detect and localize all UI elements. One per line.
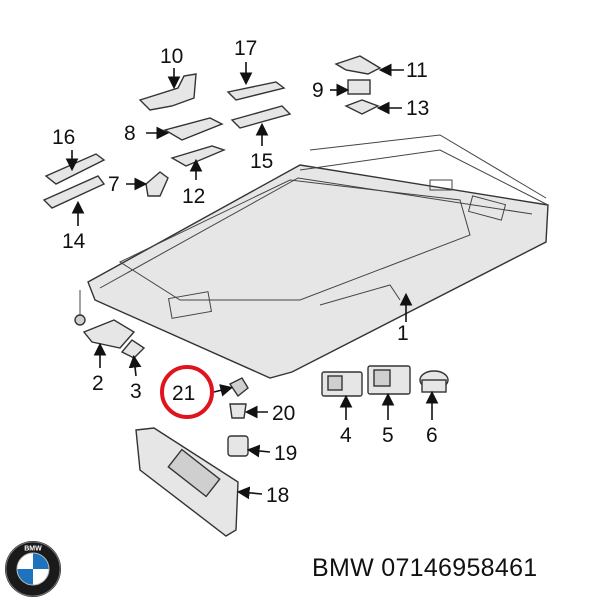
callout-label: 20 xyxy=(272,402,295,425)
bmw-logo-icon: BMW xyxy=(5,541,61,597)
callout-label: 19 xyxy=(274,442,297,465)
button-part-6 xyxy=(419,370,449,393)
switch-part-4 xyxy=(321,371,363,397)
highlight-ring xyxy=(160,365,214,419)
logo-lettering: BMW xyxy=(24,546,42,553)
sun-visor-part-18 xyxy=(135,427,239,537)
grab-handle-14 xyxy=(42,175,106,209)
bracket-part-10 xyxy=(138,73,197,111)
part-2 xyxy=(82,319,136,349)
callout-label: 7 xyxy=(108,173,120,196)
callout-label: 9 xyxy=(312,79,324,102)
callout-label: 8 xyxy=(124,122,136,145)
headliner-part xyxy=(74,134,549,379)
part-19 xyxy=(227,435,249,457)
switch-part-5 xyxy=(367,365,411,395)
grab-handle-15 xyxy=(230,105,292,129)
part-9 xyxy=(347,79,371,95)
callout-label: 6 xyxy=(426,424,438,447)
callout-labels: 1 2 3 4 5 6 7 8 9 10 11 12 13 14 15 16 1… xyxy=(52,37,438,507)
callout-label: 14 xyxy=(62,230,86,253)
part-20 xyxy=(229,403,247,419)
callout-label: 15 xyxy=(250,150,273,173)
part-8 xyxy=(163,117,224,141)
callout-label: 5 xyxy=(382,424,394,447)
leader-arrows xyxy=(65,62,439,500)
callout-label: 17 xyxy=(234,37,257,60)
callout-label: 21 xyxy=(172,382,195,405)
callout-label: 10 xyxy=(160,45,183,68)
callout-label: 4 xyxy=(340,424,352,447)
part-13 xyxy=(344,99,380,115)
callout-label: 1 xyxy=(397,322,409,345)
part-number-caption: BMW 07146958461 xyxy=(312,554,538,582)
callout-label: 2 xyxy=(92,372,104,395)
part-11 xyxy=(334,55,382,75)
callout-label: 3 xyxy=(130,380,142,403)
callout-label: 16 xyxy=(52,126,75,149)
callout-label: 11 xyxy=(406,59,428,82)
part-12 xyxy=(170,145,226,167)
part-7 xyxy=(145,171,169,197)
callout-label: 12 xyxy=(182,185,205,208)
callout-label: 18 xyxy=(266,484,289,507)
clip-part-21 xyxy=(228,377,249,398)
callout-label: 13 xyxy=(406,97,429,120)
grab-handle-17 xyxy=(226,81,286,101)
